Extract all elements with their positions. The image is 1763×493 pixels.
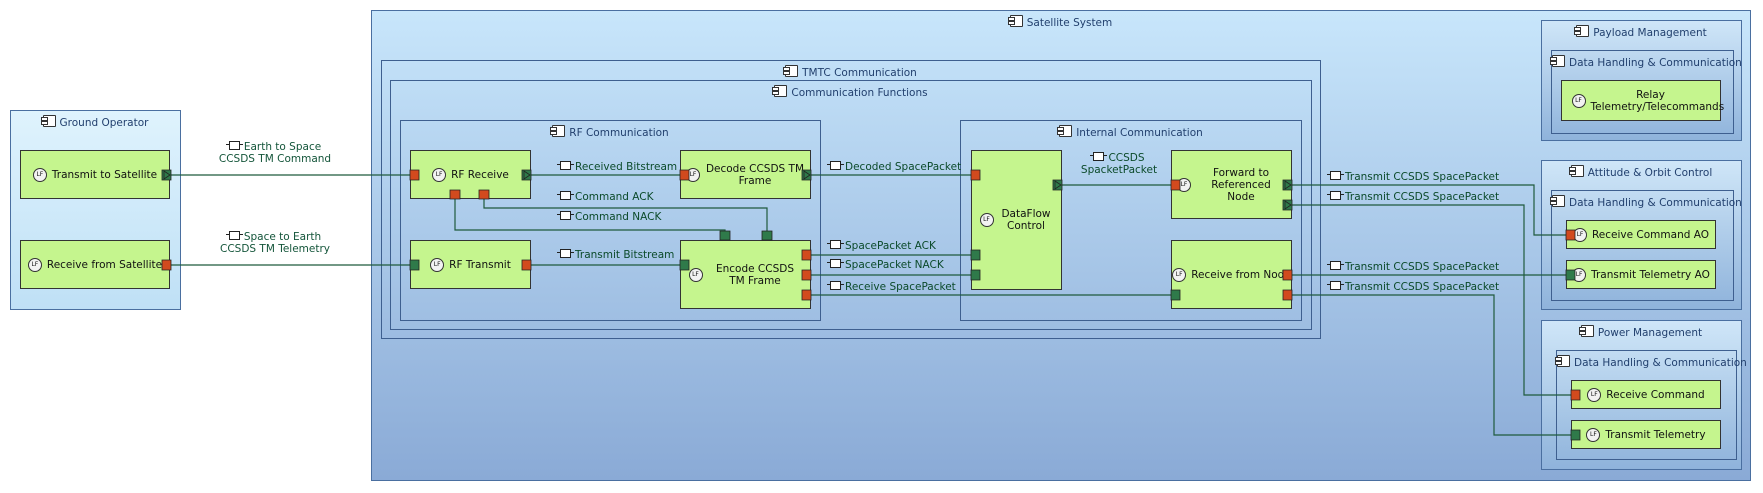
payload-management-title: Payload Management (1593, 27, 1707, 39)
exchange-item-icon (827, 161, 844, 170)
function-icon: LF (32, 167, 47, 182)
tmtc-communication-container: TMTC Communication (381, 60, 1321, 339)
power-management-title: Power Management (1597, 327, 1703, 339)
exchange-item-icon (557, 211, 574, 220)
exchange-item-icon (1327, 171, 1344, 180)
exchange-item-icon (557, 249, 574, 258)
component-icon (1057, 125, 1073, 137)
exchange-label-transmit-bitstream: Transmit Bitstream (557, 249, 674, 261)
aoc-dhc-container: Data Handling & Communication (1550, 190, 1742, 301)
component-icon (1550, 195, 1565, 207)
internal-communication-title: Internal Communication (1076, 127, 1203, 139)
rf-communication-container: RF Communication (400, 120, 821, 321)
payload-dhc-title: Data Handling & Communication (1569, 57, 1742, 69)
exchange-item-icon (557, 161, 574, 170)
component-icon (550, 125, 566, 137)
function-icon: LF (1586, 427, 1601, 442)
function-icon: LF (27, 257, 42, 272)
component-icon (1574, 25, 1590, 37)
exchange-label-transmit-ccsds-3: Transmit CCSDS SpacePacket (1327, 261, 1499, 273)
exchange-label-transmit-ccsds-4: Transmit CCSDS SpacePacket (1327, 281, 1499, 293)
function-icon: LF (979, 213, 994, 227)
communication-functions-container: Communication Functions (390, 80, 1312, 330)
component-icon (1578, 325, 1594, 337)
function-icon: LF (1172, 267, 1187, 282)
function-icon: LF (688, 267, 703, 282)
exchange-item-icon (225, 231, 243, 240)
wire-transmit-ccsds-4 (1292, 294, 1571, 436)
exchange-label-received-bitstream: Received Bitstream (557, 161, 677, 173)
wire-transmit-ccsds-1 (1292, 184, 1566, 236)
exchange-label-decoded-spacepacket: Decoded SpacePacket (827, 161, 961, 173)
exchange-label-command-ack: Command ACK (557, 191, 654, 203)
exchange-item-icon (557, 191, 574, 200)
exchange-label-transmit-ccsds-1: Transmit CCSDS SpacePacket (1327, 171, 1499, 183)
payload-dhc-container: Data Handling & Communication (1550, 50, 1742, 134)
exchange-label-receive-spacepacket: Receive SpacePacket (827, 281, 956, 293)
aoc-dhc-title: Data Handling & Communication (1569, 197, 1742, 209)
communication-functions-title: Communication Functions (791, 87, 928, 99)
component-icon (772, 85, 788, 97)
tmtc-communication-title: TMTC Communication (802, 67, 917, 79)
attitude-orbit-control-title: Attitude & Orbit Control (1587, 167, 1713, 179)
exchange-item-icon (827, 281, 844, 290)
component-icon (1550, 55, 1565, 67)
satellite-system-title: Satellite System (1026, 17, 1113, 29)
rf-communication-title: RF Communication (569, 127, 669, 139)
exchange-label-spacepacket-nack: SpacePacket NACK (827, 259, 944, 271)
exchange-item-icon (1327, 281, 1344, 290)
exchange-label-command-nack: Command NACK (557, 211, 661, 223)
function-icon: LF (1571, 93, 1586, 108)
component-icon (1007, 15, 1023, 27)
exchange-item-icon (827, 259, 844, 268)
component-icon (40, 115, 56, 127)
exchange-item-icon (1327, 261, 1344, 270)
power-dhc-container: Data Handling & Communication (1555, 350, 1747, 460)
component-icon (1568, 165, 1584, 177)
internal-communication-container: Internal Communication (960, 120, 1302, 321)
wire-command-ack (483, 199, 768, 240)
function-icon: LF (430, 257, 445, 272)
exchange-item-icon (225, 141, 243, 150)
wire-transmit-ccsds-2 (1292, 204, 1571, 396)
power-dhc-title: Data Handling & Communication (1574, 357, 1747, 369)
exchange-item-icon (1090, 152, 1108, 161)
exchange-item-icon (1327, 191, 1344, 200)
function-icon: LF (432, 167, 447, 182)
component-icon (1555, 355, 1570, 367)
component-icon (783, 65, 799, 77)
function-icon: LF (1587, 387, 1602, 402)
exchange-label-spacepacket-ack: SpacePacket ACK (827, 240, 936, 252)
exchange-label-transmit-ccsds-2: Transmit CCSDS SpacePacket (1327, 191, 1499, 203)
ground-operator-title: Ground Operator (59, 117, 149, 129)
exchange-item-icon (827, 240, 844, 249)
